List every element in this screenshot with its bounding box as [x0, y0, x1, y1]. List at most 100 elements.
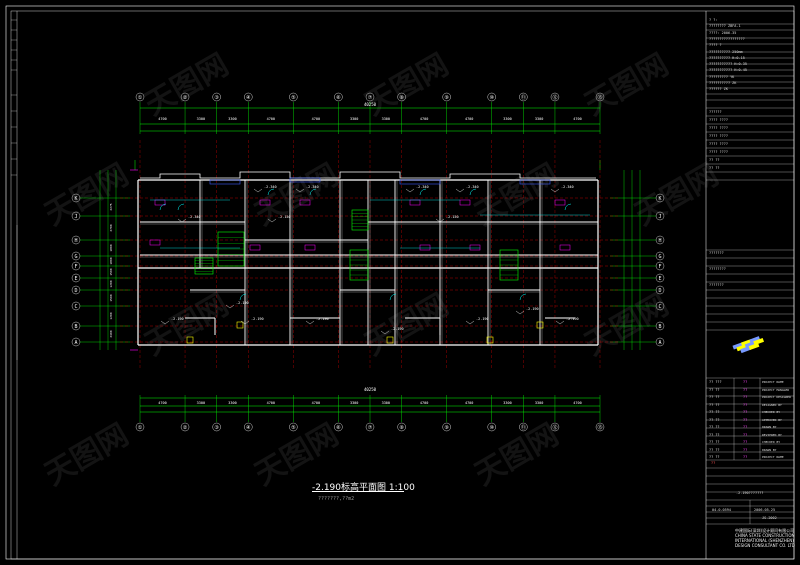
axis-bubble-top — [212, 92, 221, 102]
axis-label-top: ④ — [246, 95, 251, 101]
axis-label-bottom: ⑧ — [399, 425, 404, 431]
row-dimension-left: 1200 — [109, 312, 113, 319]
axis-label-left: F — [74, 264, 77, 270]
axis-label-right: G — [658, 254, 661, 260]
door-swing — [239, 293, 247, 301]
row-dimension-left: 1800 — [109, 257, 113, 264]
axis-label-top: ⑦ — [368, 95, 373, 101]
drain-symbol — [486, 336, 494, 344]
title-block-role: PROJECT DESIGNER — [762, 395, 791, 399]
span-dimension-top: 3300 — [350, 117, 358, 121]
drawing-sub-caption: ???????,??m2 — [318, 496, 355, 502]
axis-bubble-bottom — [442, 422, 451, 432]
title-block-text: ?? ?? — [709, 158, 720, 162]
axis-label-bottom: ⑩ — [489, 425, 494, 431]
door-swing — [389, 293, 397, 301]
key-plan-block — [736, 344, 748, 352]
axis-label-bottom: ④ — [246, 425, 251, 431]
sheet-code: JS-2002 — [762, 516, 777, 520]
span-dimension-top: 4700 — [267, 117, 275, 121]
axis-label-top: ⑨ — [444, 95, 449, 101]
sheet-border — [5, 5, 795, 560]
company-name: 中建国际(深圳)设计顾问有限公司 CHINA STATE CONSTRUCTIO… — [735, 528, 795, 548]
axis-label-left: C — [74, 304, 77, 310]
axis-bubble-bottom — [550, 422, 560, 432]
title-block-signature-mark: ?? — [743, 395, 748, 399]
level-mark-symbol — [160, 320, 170, 325]
title-block-text: ????????????????? — [709, 36, 745, 41]
axis-label-bottom: ⑦ — [368, 425, 373, 431]
span-dimension-bottom: 3300 — [503, 401, 511, 405]
door-swing — [469, 188, 477, 196]
span-dimension-top: 3300 — [228, 117, 236, 121]
title-block-text: ?? ?? — [709, 387, 720, 392]
level-mark-symbol — [305, 320, 315, 325]
axis-bubble-top — [135, 92, 145, 102]
title-block-text: ??????? — [709, 283, 724, 287]
title-block-text: ?????????? 250mm — [709, 49, 743, 54]
axis-label-top: ⑫ — [552, 94, 557, 101]
level-mark-symbol — [240, 320, 250, 325]
axis-label-top: ⑤ — [291, 95, 296, 101]
axis-label-right: A — [658, 340, 661, 346]
span-dimension-top: 3300 — [535, 117, 543, 121]
row-dimension-left: 2400 — [109, 330, 113, 337]
door-swing — [267, 188, 275, 196]
title-block-text: ?? ?? — [709, 455, 720, 459]
window-blue — [209, 179, 241, 185]
title-block-text: ??????????? H=0.45 — [709, 68, 747, 73]
drawing-name: -2.190??????? — [736, 491, 764, 495]
span-dimension-top: 4700 — [465, 117, 473, 121]
title-block-signature-mark: ?? — [743, 440, 748, 444]
axis-bubble-top — [244, 92, 253, 102]
axis-bubble-top — [289, 92, 298, 102]
title-block-text: ?? ?? — [709, 440, 720, 444]
company-name-cn: 中建国际(深圳)设计顾问有限公司 — [735, 528, 795, 533]
row-dimension-left: 1200 — [109, 280, 113, 287]
span-dimension-top: 4700 — [420, 117, 428, 121]
door-swing — [177, 203, 185, 211]
axis-bubble-bottom — [595, 422, 605, 432]
level-mark-symbol — [405, 188, 415, 193]
level-mark-text: -2.340 — [264, 185, 277, 189]
fixture — [409, 199, 421, 206]
axis-bubble-bottom — [212, 422, 221, 432]
level-mark-text: -2.190 — [316, 317, 329, 321]
level-mark-text: -2.190 — [236, 301, 249, 305]
level-mark-text: -2.340 — [466, 185, 479, 189]
window-blue — [519, 179, 551, 185]
key-plan-thumbnail — [732, 336, 765, 354]
row-dimension-left: 1500 — [109, 294, 113, 301]
title-block-role: DRAWN BY — [762, 447, 777, 452]
axis-label-left: E — [74, 276, 77, 282]
axis-label-bottom: ① — [138, 425, 143, 431]
axis-bubble-top — [595, 92, 605, 102]
key-plan-block — [749, 336, 761, 344]
title-block-text: ???????? — [709, 267, 726, 271]
axis-label-right: H — [658, 238, 661, 244]
title-block-role: DESIGNED BY — [762, 402, 782, 407]
title-block-role: PROJECT MANAGER — [762, 387, 790, 392]
level-mark-symbol — [550, 188, 560, 193]
level-mark-text: -2.340 — [188, 215, 201, 219]
fixture — [299, 199, 311, 206]
span-dimension-bottom: 4700 — [420, 401, 428, 405]
axis-bubble-bottom — [244, 422, 253, 432]
drain-symbol — [186, 336, 194, 344]
axis-label-left: G — [74, 254, 77, 260]
level-mark-symbol — [465, 320, 475, 325]
axis-bubble-bottom — [180, 422, 190, 432]
door-swing — [564, 203, 572, 211]
axis-label-right: C — [658, 304, 661, 310]
fixture — [559, 244, 571, 251]
title-block-text: ?? ??? — [709, 380, 722, 384]
axis-bubble-top — [334, 92, 343, 102]
level-mark-symbol — [253, 188, 263, 193]
axis-label-bottom: ⑥ — [336, 425, 341, 431]
axis-label-bottom: ⑤ — [291, 425, 296, 431]
title-block-role: PROJECT NAME — [762, 380, 784, 384]
axis-bubble-top — [487, 92, 496, 102]
axis-bubble-top — [365, 92, 375, 102]
